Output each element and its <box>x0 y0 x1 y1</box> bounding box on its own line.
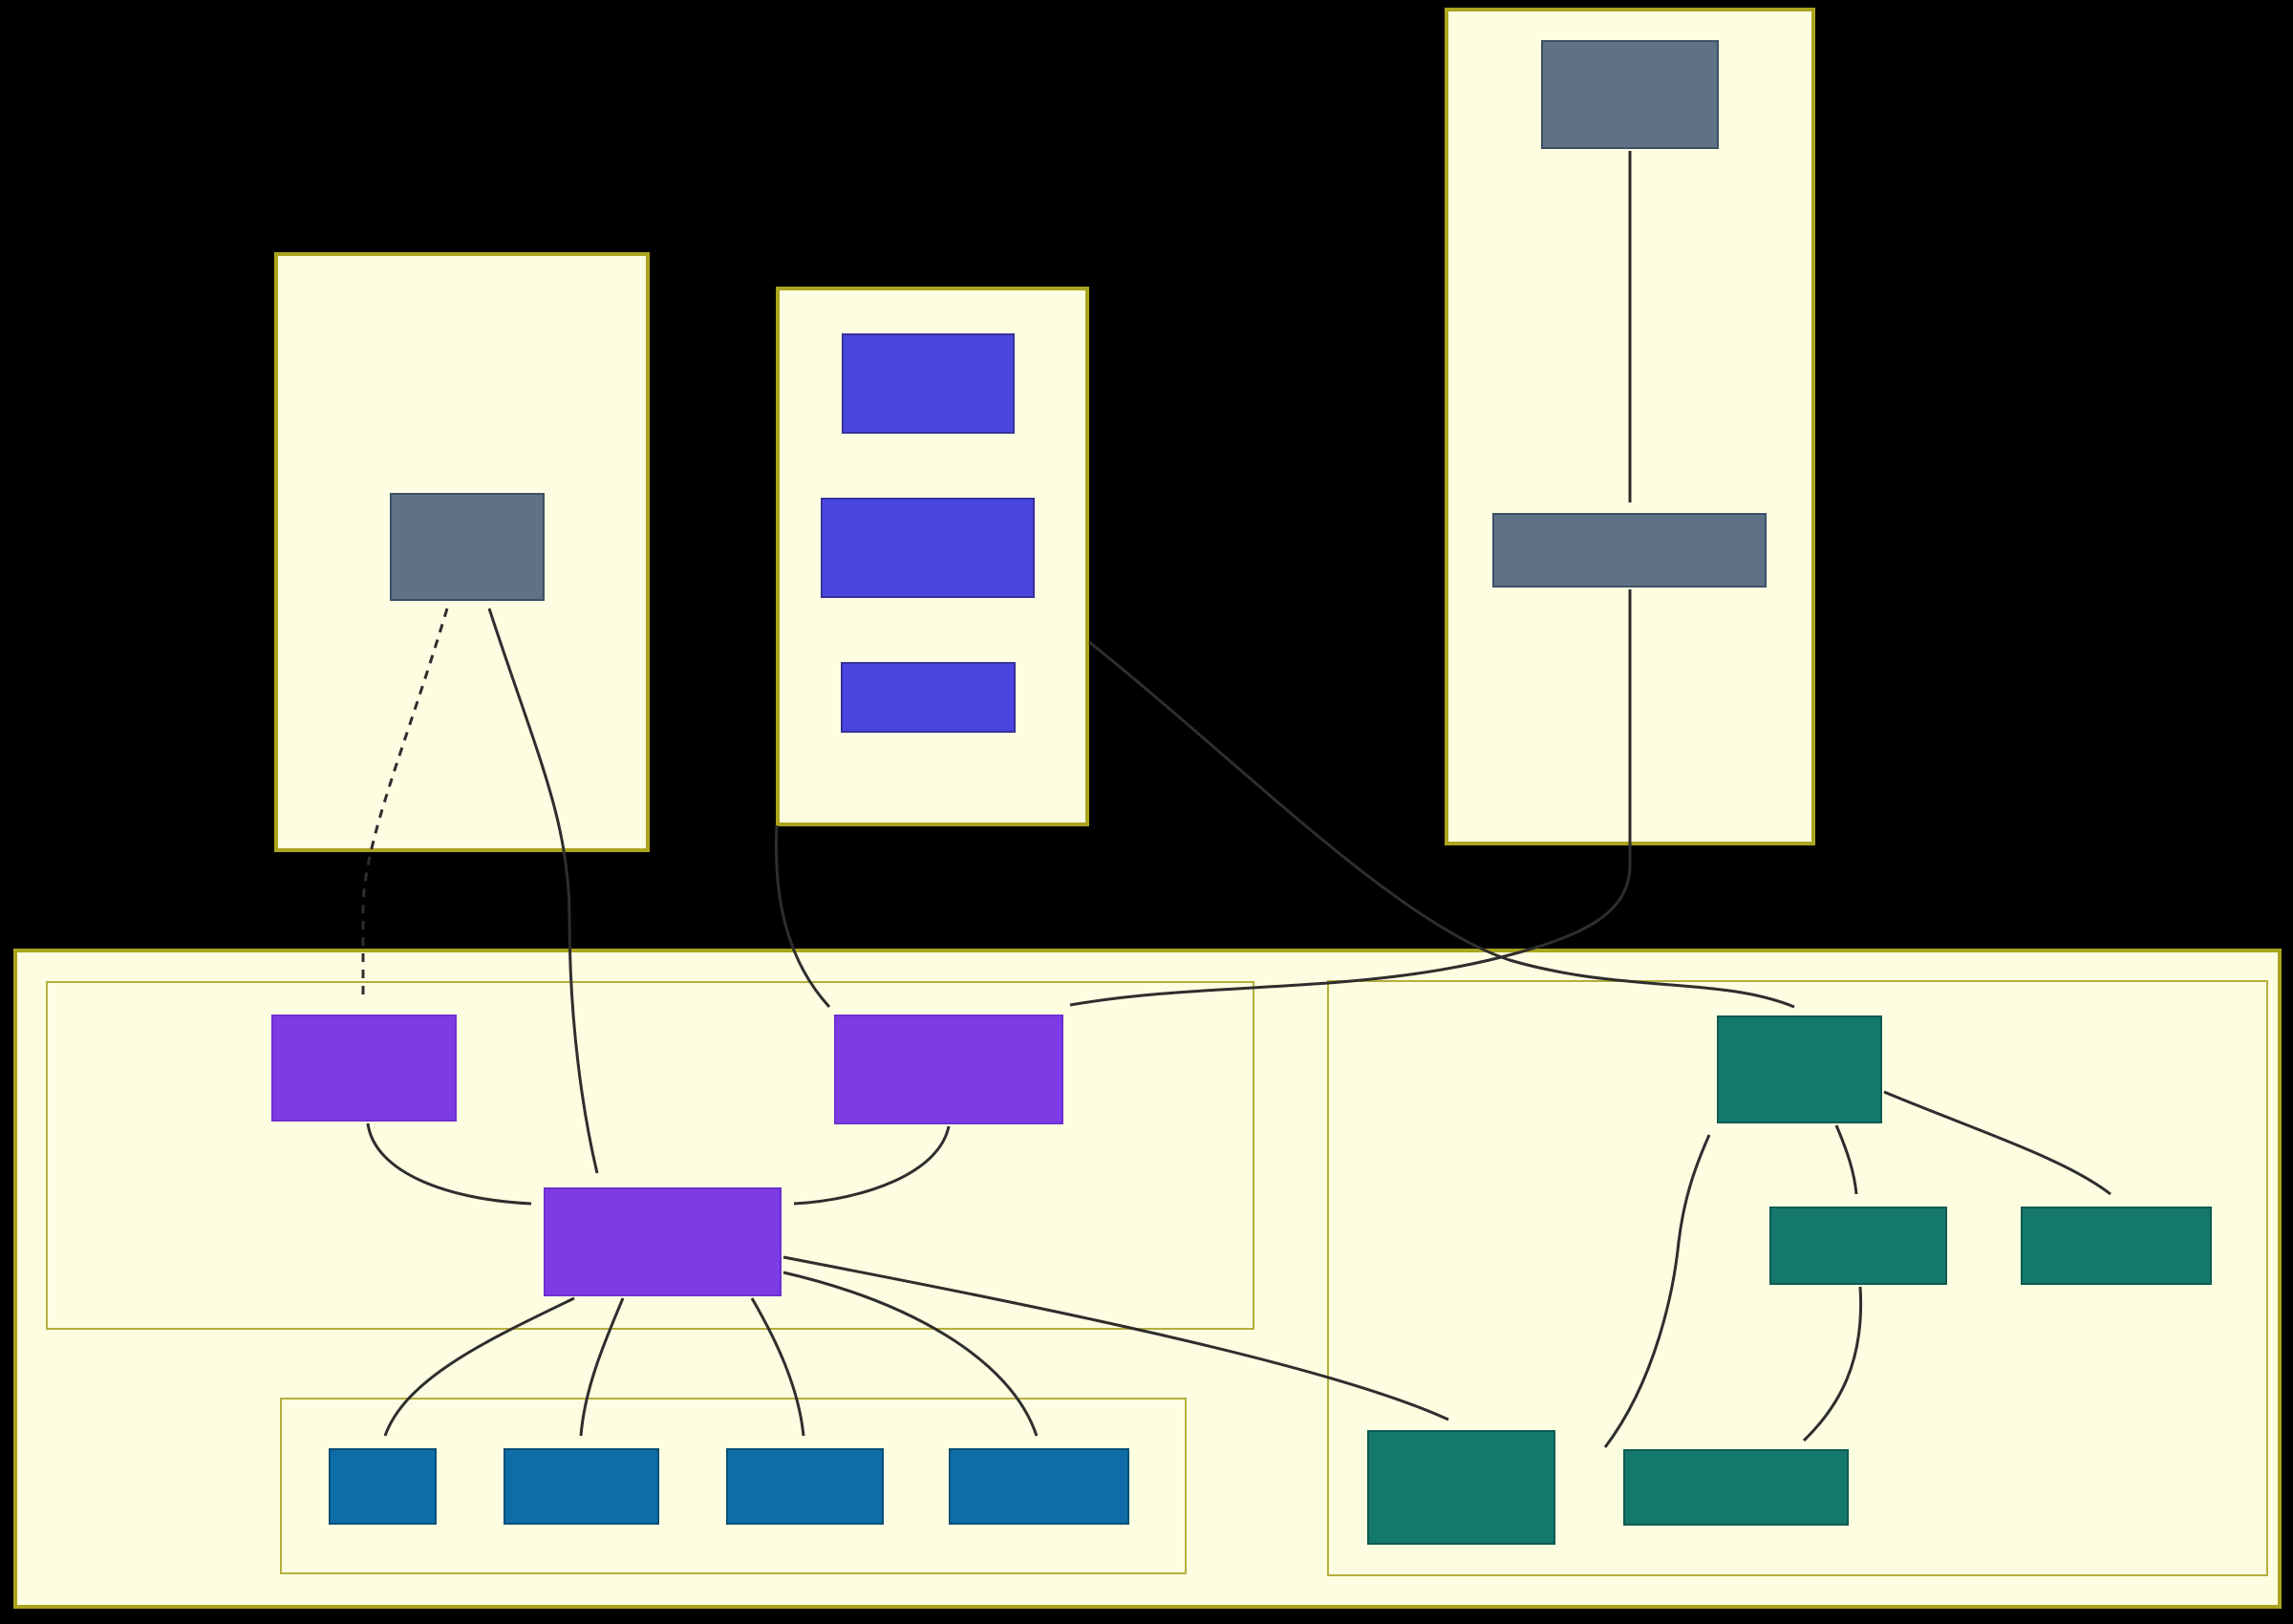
purple-node-1 <box>271 1015 457 1122</box>
cerulean-node-2 <box>504 1448 659 1525</box>
blue-node-1 <box>842 333 1015 434</box>
teal-node-1 <box>1717 1015 1882 1123</box>
gray-node-3 <box>1492 513 1767 588</box>
teal-node-4 <box>1367 1430 1555 1545</box>
teal-node-5 <box>1623 1449 1849 1526</box>
purple-node-2 <box>834 1015 1063 1124</box>
gray-node-1 <box>390 493 545 601</box>
teal-node-2 <box>1769 1207 1947 1285</box>
blue-node-3 <box>841 662 1016 733</box>
purple-node-3 <box>544 1187 782 1296</box>
blue-node-2 <box>821 498 1035 598</box>
cerulean-node-3 <box>726 1448 884 1525</box>
gray-node-2 <box>1541 40 1719 149</box>
cerulean-node-4 <box>949 1448 1129 1525</box>
cerulean-node-1 <box>329 1448 437 1525</box>
teal-node-3 <box>2021 1207 2212 1285</box>
